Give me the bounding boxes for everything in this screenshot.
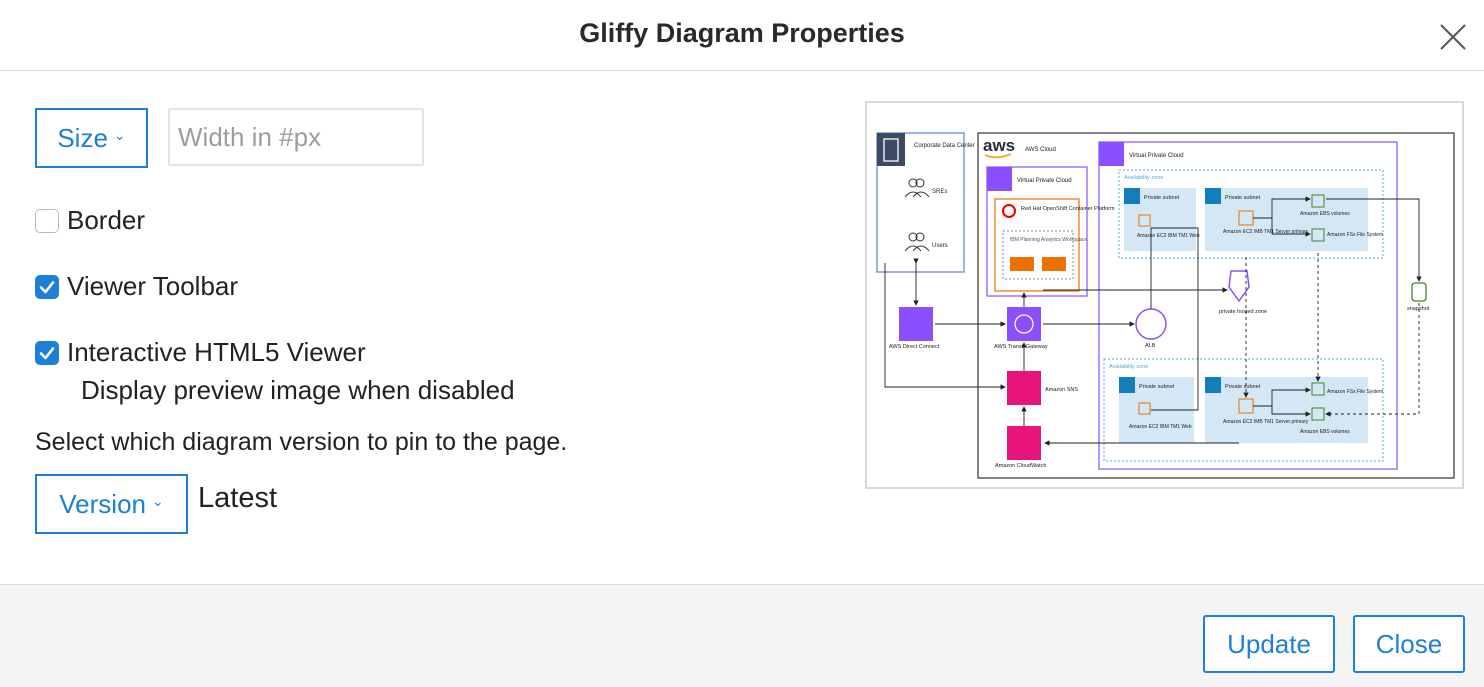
checkmark-icon xyxy=(39,280,55,293)
aws-logo: aws xyxy=(983,136,1015,155)
transit-gateway-label: AWS Transit Gateway xyxy=(994,344,1048,350)
direct-connect-icon xyxy=(899,307,933,341)
checkmark-icon xyxy=(39,346,55,359)
subnet-label: Private subnet xyxy=(1225,195,1261,201)
ec2-web-label: Amazon EC2 IBM TM1 Web xyxy=(1137,233,1200,239)
vpc-right-label: Virtual Private Cloud xyxy=(1129,153,1184,159)
users-icon xyxy=(904,232,930,252)
openshift-label: Red Hat OpenShift Container Platform xyxy=(1021,206,1115,212)
subnet-box xyxy=(1205,188,1368,251)
dialog-title: Gliffy Diagram Properties xyxy=(579,18,905,48)
border-label: Border xyxy=(67,205,146,235)
openshift-box xyxy=(994,198,1080,292)
subnet-box xyxy=(1205,377,1368,443)
vpc-left-box xyxy=(986,166,1088,297)
version-prompt: Select which diagram version to pin to t… xyxy=(35,428,568,456)
subnet-label: Private subnet xyxy=(1144,195,1180,201)
subnet-label: Private subnet xyxy=(1225,384,1261,390)
transit-gateway-icon xyxy=(1007,307,1041,341)
ebs-label: Amazon EBS volumes xyxy=(1300,211,1350,217)
fsx-icon xyxy=(1311,382,1325,396)
fsx-label: Amazon FSx File System xyxy=(1327,232,1383,238)
sres-label: SREs xyxy=(932,189,947,195)
diagram-preview-image: Corporate Data Center SREs Users aws AWS… xyxy=(876,132,1455,479)
aws-cloud-box xyxy=(977,132,1455,479)
version-dropdown[interactable]: Version ⌄ xyxy=(35,474,188,534)
size-dropdown[interactable]: Size ⌄ xyxy=(35,108,148,168)
interactive-viewer-label: Interactive HTML5 Viewer xyxy=(67,337,366,367)
ec2-server-label: Amazon EC2 IMB TM1 Server primary xyxy=(1223,229,1309,235)
viewer-toolbar-option[interactable]: Viewer Toolbar xyxy=(35,271,238,302)
openshift-icon xyxy=(1002,204,1016,218)
az1-label: Availability zone xyxy=(1124,175,1163,181)
sns-icon xyxy=(1007,371,1041,405)
workspace-box xyxy=(1002,230,1074,280)
ebs-label: Amazon EBS volumes xyxy=(1300,429,1350,435)
fsx-icon xyxy=(1311,228,1325,242)
az2-label: Availability zone xyxy=(1109,364,1148,370)
hosted-zone-icon xyxy=(1228,270,1250,303)
users-label: Users xyxy=(932,243,948,249)
vpc-left-label: Virtual Private Cloud xyxy=(1017,178,1072,184)
ec2-icon xyxy=(1138,214,1151,227)
vpc-right-box xyxy=(1098,141,1398,470)
container-icon xyxy=(1010,257,1034,271)
direct-connect-label: AWS Direct Connect xyxy=(889,344,940,350)
width-input[interactable] xyxy=(168,108,424,166)
close-button[interactable]: Close xyxy=(1353,615,1465,673)
vpc-icon xyxy=(987,167,1012,191)
diagram-preview[interactable]: Corporate Data Center SREs Users aws AWS… xyxy=(865,101,1464,489)
ec2-icon xyxy=(1138,402,1151,415)
version-dropdown-label: Version xyxy=(59,488,146,519)
interactive-viewer-option[interactable]: Interactive HTML5 Viewer xyxy=(35,337,366,368)
ec2-web-label: Amazon EC2 IBM TM1 Web xyxy=(1129,424,1192,430)
corporate-dc-label: Corporate Data Center xyxy=(914,143,975,149)
container-icon xyxy=(1042,257,1066,271)
close-icon[interactable] xyxy=(1438,22,1468,52)
az1-box xyxy=(1118,169,1384,259)
preview-note: Display preview image when disabled xyxy=(81,375,515,405)
cloudwatch-icon xyxy=(1007,426,1041,460)
corporate-dc-box xyxy=(876,132,965,273)
border-option[interactable]: Border xyxy=(35,205,145,236)
aws-cloud-label: AWS Cloud xyxy=(1025,147,1056,153)
chevron-down-icon: ⌄ xyxy=(113,126,126,143)
ebs-icon xyxy=(1311,194,1325,208)
chevron-down-icon: ⌄ xyxy=(152,492,164,509)
border-checkbox[interactable] xyxy=(35,208,59,233)
workspace-label: IBM Planning Analytics Workspace xyxy=(1010,237,1087,243)
alb-label: ALB xyxy=(1145,343,1156,349)
cloudwatch-label: Amazon CloudWatch xyxy=(995,463,1046,469)
ec2-server-label: Amazon EC2 IMB TM1 Server primary xyxy=(1223,419,1309,425)
snapshot-label: snapshot xyxy=(1407,306,1430,312)
sns-label: Amazon SNS xyxy=(1045,387,1078,393)
interactive-viewer-checkbox[interactable] xyxy=(35,340,59,365)
viewer-toolbar-checkbox[interactable] xyxy=(35,274,59,299)
dialog-header: Gliffy Diagram Properties xyxy=(0,0,1484,71)
hosted-zone-label: private hosted zone xyxy=(1219,309,1267,315)
connector-lines xyxy=(884,196,1422,446)
ebs-icon xyxy=(1311,407,1325,421)
vpc-icon xyxy=(1099,142,1124,166)
snapshot-icon xyxy=(1411,282,1427,302)
subnet-label: Private subnet xyxy=(1139,384,1175,390)
users-icon xyxy=(904,178,930,198)
alb-icon xyxy=(1135,308,1167,340)
fsx-label: Amazon FSx File System xyxy=(1327,389,1383,395)
viewer-toolbar-label: Viewer Toolbar xyxy=(67,271,239,301)
update-button[interactable]: Update xyxy=(1203,615,1335,673)
version-value: Latest xyxy=(198,482,277,514)
az2-box xyxy=(1103,358,1384,462)
size-dropdown-label: Size xyxy=(57,122,108,153)
